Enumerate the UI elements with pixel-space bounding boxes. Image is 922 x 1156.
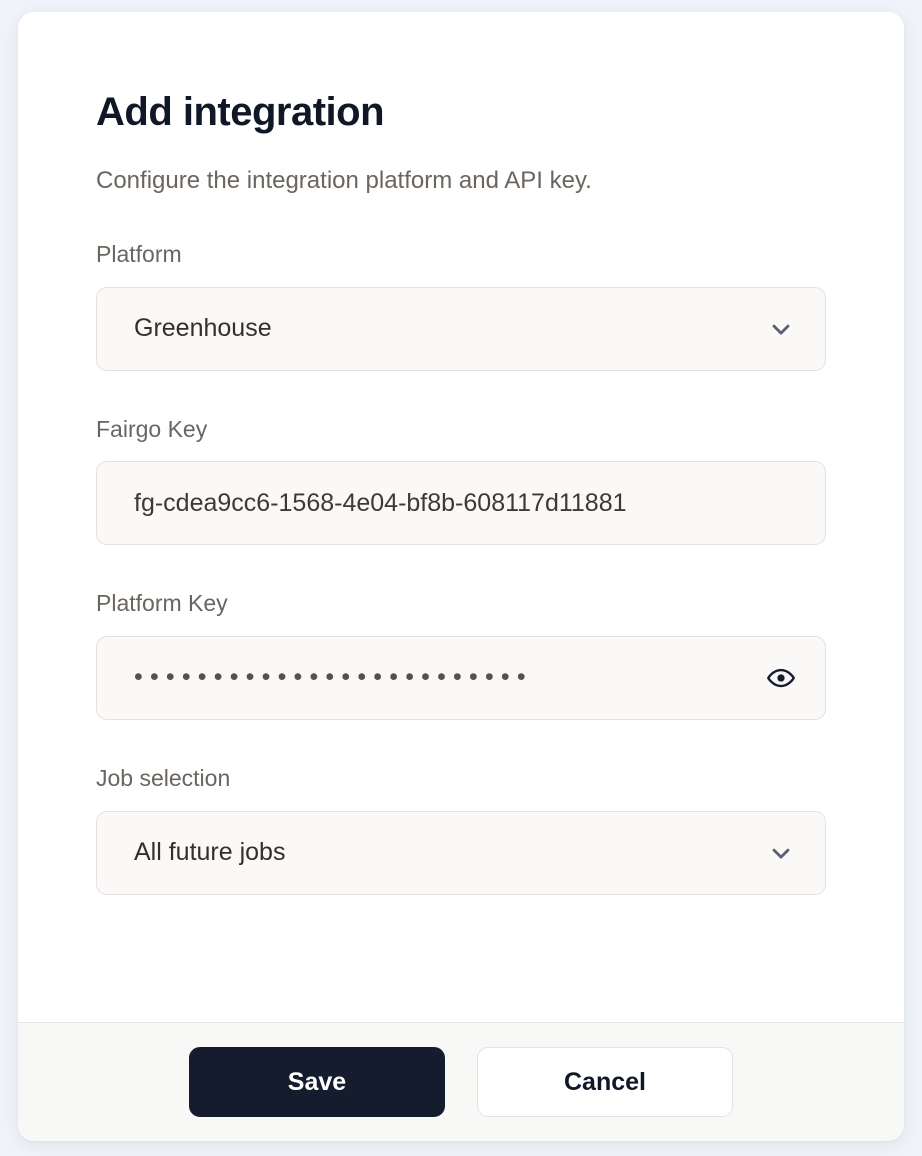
field-platform-key: Platform Key •••••••••••••••••••••••••	[96, 590, 826, 720]
job-selection-selected-value: All future jobs	[134, 840, 286, 866]
cancel-button[interactable]: Cancel	[477, 1047, 733, 1117]
fairgo-key-input-wrapper[interactable]: fg-cdea9cc6-1568-4e04-bf8b-608117d11881	[96, 461, 826, 546]
dialog-subtitle: Configure the integration platform and A…	[96, 167, 592, 194]
dialog-body: Add integration Configure the integratio…	[18, 12, 904, 1022]
field-job-selection: Job selection All future jobs	[96, 765, 826, 895]
add-integration-dialog: Add integration Configure the integratio…	[18, 12, 904, 1141]
chevron-down-icon[interactable]	[761, 309, 801, 349]
platform-label: Platform	[96, 241, 182, 268]
platform-key-input[interactable]: •••••••••••••••••••••••••	[134, 665, 533, 691]
eye-icon[interactable]	[761, 658, 801, 698]
platform-selected-value: Greenhouse	[134, 316, 272, 342]
field-fairgo-key: Fairgo Key fg-cdea9cc6-1568-4e04-bf8b-60…	[96, 416, 826, 546]
chevron-down-icon[interactable]	[761, 833, 801, 873]
page-title: Add integration	[96, 90, 385, 134]
platform-key-label: Platform Key	[96, 590, 228, 617]
field-platform: Platform Greenhouse	[96, 241, 826, 371]
job-selection-select[interactable]: All future jobs	[96, 810, 826, 895]
save-button[interactable]: Save	[189, 1047, 445, 1117]
dialog-footer: Save Cancel	[18, 1022, 904, 1141]
fairgo-key-input[interactable]: fg-cdea9cc6-1568-4e04-bf8b-608117d11881	[134, 490, 627, 516]
fairgo-key-label: Fairgo Key	[96, 415, 208, 442]
platform-select[interactable]: Greenhouse	[96, 286, 826, 371]
platform-key-input-wrapper[interactable]: •••••••••••••••••••••••••	[96, 635, 826, 720]
job-selection-label: Job selection	[96, 764, 231, 791]
